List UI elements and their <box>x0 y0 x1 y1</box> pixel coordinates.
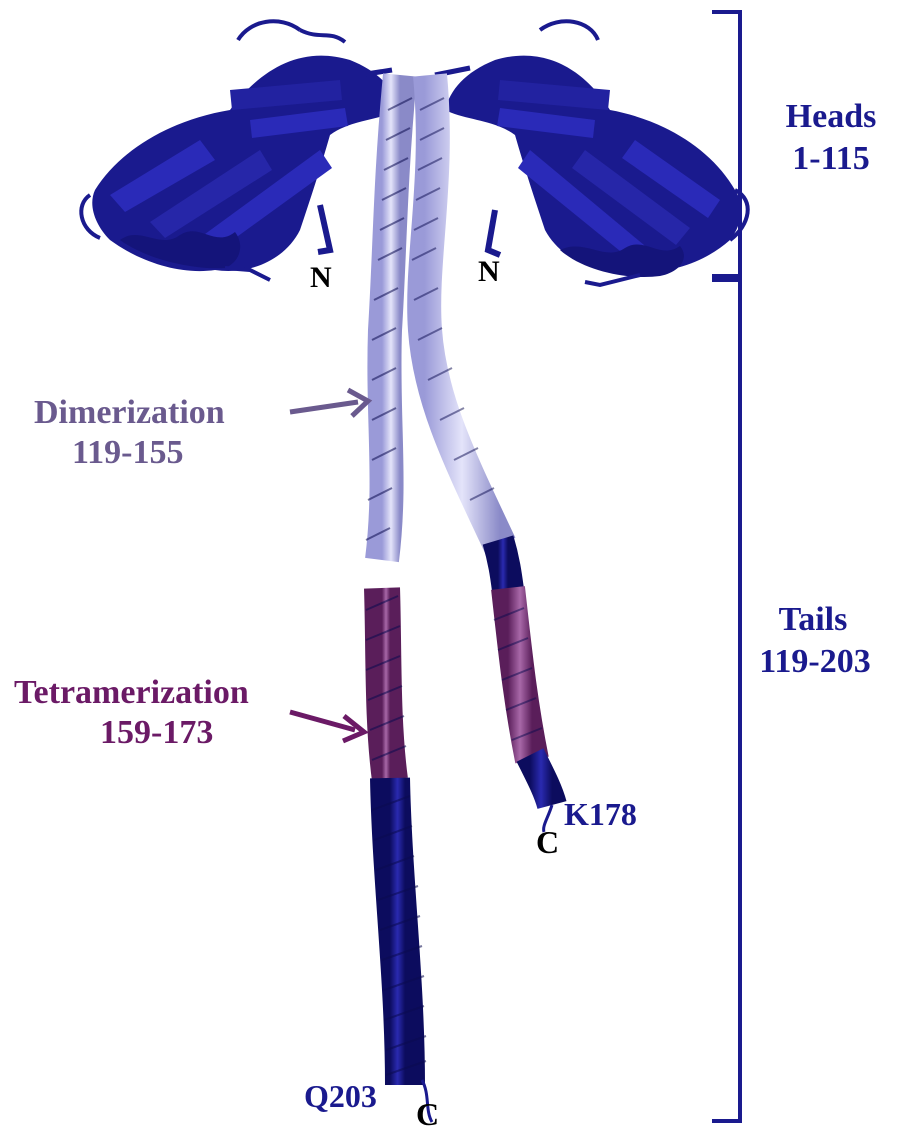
residue-k178-label: K178 <box>564 798 637 830</box>
tails-label: Tails <box>748 603 878 637</box>
dimerization-arrow <box>290 390 368 416</box>
right-helix <box>412 75 552 832</box>
tetramerization-range-label: 159-173 <box>100 716 213 750</box>
residue-q203-label: Q203 <box>304 1080 377 1112</box>
heads-label: Heads <box>770 100 892 134</box>
tetramerization-label: Tetramerization <box>14 676 249 710</box>
n-terminus-left-label: N <box>310 263 332 293</box>
tetramerization-arrow <box>290 712 364 741</box>
heads-range-label: 1-115 <box>770 142 892 176</box>
n-terminus-right-label: N <box>478 257 500 287</box>
left-head-domain <box>81 21 400 280</box>
right-head-domain <box>435 21 748 285</box>
dimerization-label: Dimerization <box>34 396 225 430</box>
c-terminus-left-label: C <box>416 1098 439 1129</box>
c-terminus-right-label: C <box>536 826 559 858</box>
tails-bracket <box>712 280 740 1121</box>
tails-range-label: 119-203 <box>740 645 890 679</box>
dimerization-range-label: 119-155 <box>72 436 183 470</box>
